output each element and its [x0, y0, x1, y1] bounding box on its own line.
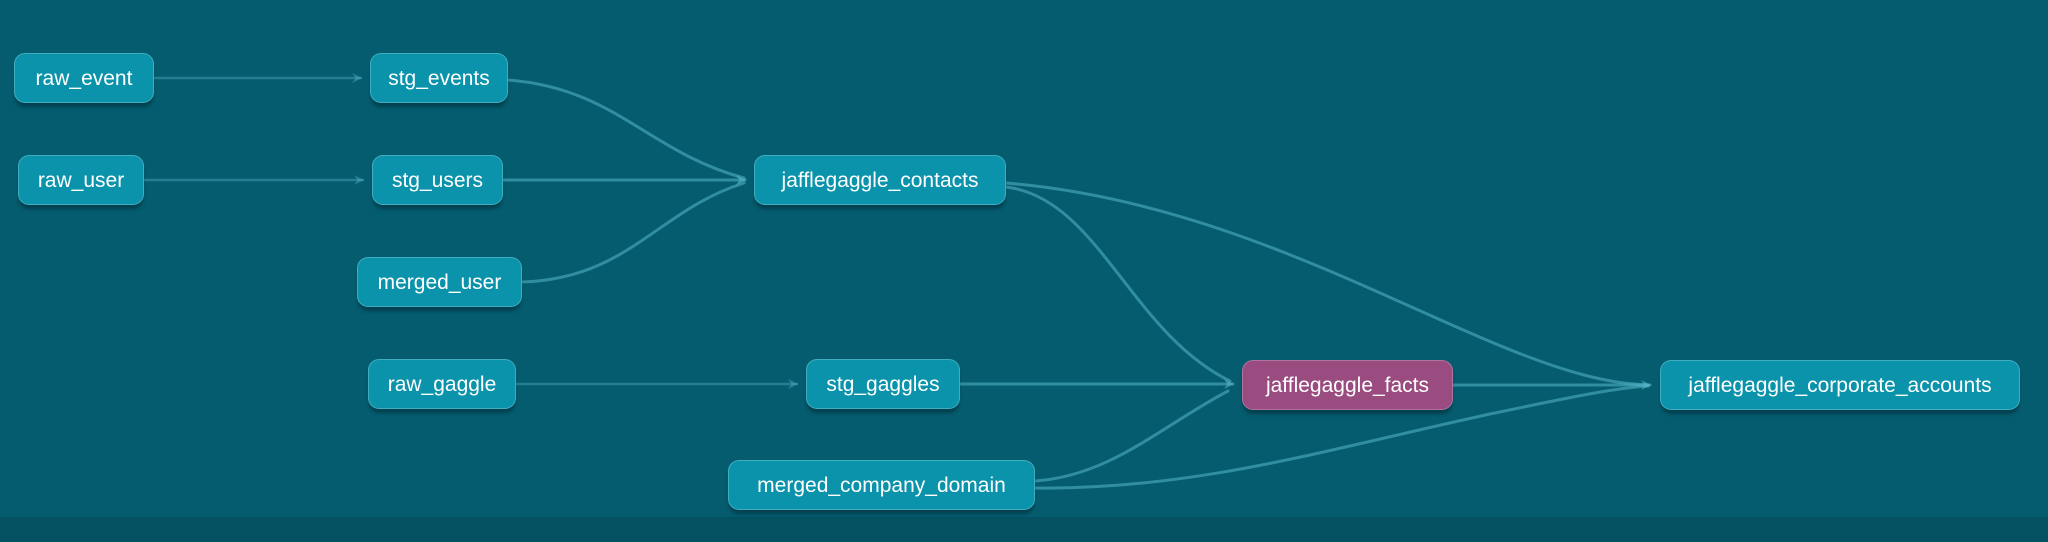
- node-stg_users[interactable]: stg_users: [372, 155, 503, 205]
- node-raw_event[interactable]: raw_event: [14, 53, 154, 103]
- edge-jafflegaggle_contacts-to-jafflegaggle_facts: [1004, 185, 1232, 383]
- node-raw_user[interactable]: raw_user: [18, 155, 144, 205]
- edge-jafflegaggle_contacts-to-jafflegaggle_corporate_accounts: [1004, 181, 1650, 387]
- node-label: stg_users: [391, 168, 484, 192]
- node-jafflegaggle_facts[interactable]: jafflegaggle_facts: [1242, 360, 1453, 410]
- node-label: merged_user: [377, 270, 502, 294]
- node-label: jafflegaggle_contacts: [781, 168, 979, 192]
- node-label: raw_event: [35, 66, 133, 90]
- edge-merged_company_domain-to-jafflegaggle_facts: [1033, 389, 1230, 483]
- node-label: raw_user: [37, 168, 125, 192]
- node-merged_user[interactable]: merged_user: [357, 257, 522, 307]
- edge-stg_events-to-jafflegaggle_contacts: [506, 78, 746, 180]
- canvas-bottom-edge: [0, 517, 2048, 542]
- node-jafflegaggle_contacts[interactable]: jafflegaggle_contacts: [754, 155, 1006, 205]
- node-label: jafflegaggle_corporate_accounts: [1688, 373, 1992, 397]
- node-jafflegaggle_corporate_accounts[interactable]: jafflegaggle_corporate_accounts: [1660, 360, 2020, 410]
- node-label: jafflegaggle_facts: [1265, 373, 1430, 397]
- node-label: raw_gaggle: [387, 372, 497, 396]
- node-label: merged_company_domain: [757, 473, 1006, 497]
- node-label: stg_gaggles: [826, 372, 940, 396]
- node-label: stg_events: [388, 66, 490, 90]
- node-stg_gaggles[interactable]: stg_gaggles: [806, 359, 960, 409]
- node-merged_company_domain[interactable]: merged_company_domain: [728, 460, 1035, 510]
- node-raw_gaggle[interactable]: raw_gaggle: [368, 359, 516, 409]
- node-stg_events[interactable]: stg_events: [370, 53, 508, 103]
- edge-merged_user-to-jafflegaggle_contacts: [520, 181, 746, 284]
